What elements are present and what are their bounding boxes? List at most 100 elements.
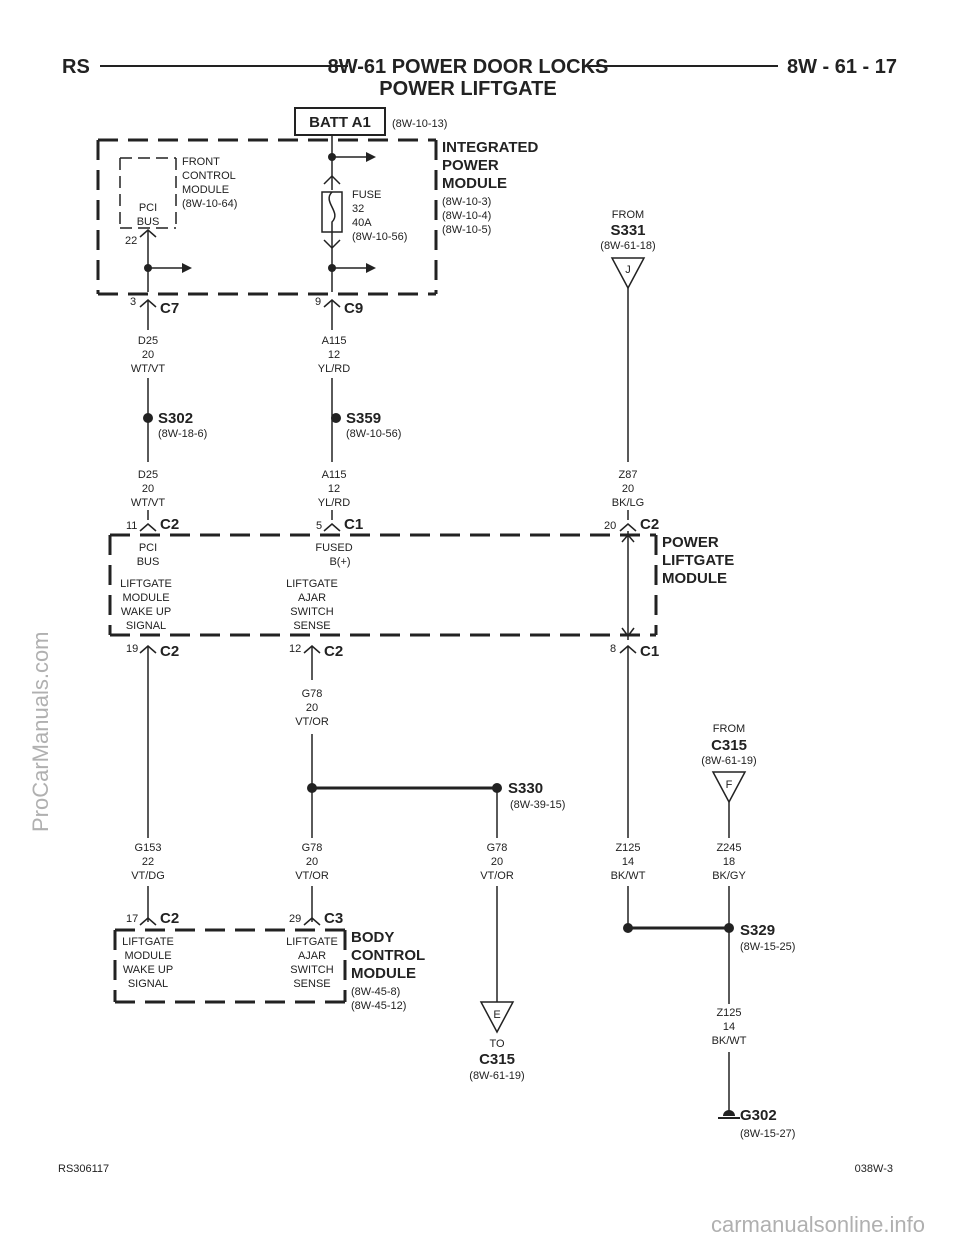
s331-letter: J [625,264,631,276]
wire-z125-b-2: 14 [723,1021,735,1033]
plm-c1-br-pin: 8 [610,643,616,655]
plm-c2-bm-pin: 12 [289,643,301,655]
plm-c1-top-name: C1 [344,516,363,533]
plm-internal-arrow-top [621,533,635,543]
wire-z125-a-2: 14 [622,856,634,868]
plm-wake-3: WAKE UP [121,606,171,618]
plm-c2-bl-pin: 19 [126,643,138,655]
bcm-wake-2: MODULE [124,950,171,962]
bcm-ajar-3: SWITCH [290,964,333,976]
c9-pin: 9 [315,296,321,308]
wire-z87-1: Z87 [619,469,638,481]
plm-c1-top-pin: 5 [316,520,322,532]
fcm-label-4: (8W-10-64) [182,198,237,210]
wire-z245-2: 18 [723,856,735,868]
bcm-ajar-4: SENSE [293,978,330,990]
bcm-c3-pin: 29 [289,913,301,925]
s302-name: S302 [158,410,193,427]
wire-d25-b-1: D25 [138,469,158,481]
c9-name: C9 [344,300,363,317]
wire-a115-a-2: 12 [328,349,340,361]
ipm-title-2: POWER [442,157,499,174]
bcm-ajar-1: LIFTGATE [286,936,338,948]
plm-c2-top-connector [139,523,157,532]
ipm-title-3: MODULE [442,175,507,192]
plm-internal-arrow-bot [621,627,635,638]
wire-a115-b-1: A115 [322,469,347,481]
wire-z125-a-3: BK/WT [611,870,646,882]
s331-offpage-triangle [610,257,646,290]
batt-label: BATT A1 [309,114,371,131]
plm-c1-br-name: C1 [640,643,659,660]
plm-ajar-2: AJAR [298,592,326,604]
plm-wake-1: LIFTGATE [120,578,172,590]
to-c315-to: TO [489,1038,505,1050]
wire-d25-a-3: WT/VT [131,363,165,375]
plm-title-2: LIFTGATE [662,552,734,569]
plm-fused-2: B(+) [329,556,350,568]
plm-title-1: POWER [662,534,719,551]
wire-z245-1: Z245 [716,842,741,854]
bcm-c2-pin: 17 [126,913,138,925]
ipm-fuse-chevron-bot [323,239,341,250]
plm-ajar-1: LIFTGATE [286,578,338,590]
s331-name: S331 [610,222,645,239]
bcm-ref-2: (8W-45-12) [351,1000,406,1012]
bcm-title-1: BODY [351,929,394,946]
plm-wake-2: MODULE [122,592,169,604]
plm-c2-right-name: C2 [640,516,659,533]
footer-right: 038W-3 [855,1163,893,1175]
bcm-box [113,928,347,1004]
wire-z87-3: BK/LG [612,497,644,509]
s329-ref: (8W-15-25) [740,941,795,953]
from-c315-letter: F [726,779,733,791]
fuse-label-2: 32 [352,203,364,215]
from-c315-offpage-triangle [711,771,747,804]
plm-ajar-3: SWITCH [290,606,333,618]
fcm-pci-1: PCI [139,202,157,214]
ipm-ref-2: (8W-10-4) [442,210,491,222]
bcm-title-2: CONTROL [351,947,425,964]
bcm-c2-connector [139,917,157,926]
wire-g153-2: 22 [142,856,154,868]
g302-name: G302 [740,1107,777,1124]
plm-wake-4: SIGNAL [126,620,166,632]
plm-c2-bm-connector [303,645,321,654]
ipm-ref-1: (8W-10-3) [442,196,491,208]
bcm-c3-connector [303,917,321,926]
fcm-box [119,157,177,229]
bcm-wake-4: SIGNAL [128,978,168,990]
bcm-wake-1: LIFTGATE [122,936,174,948]
wire-z125-a-1: Z125 [615,842,640,854]
wire-a115-a-1: A115 [322,335,347,347]
wire-g78-c-2: 20 [491,856,503,868]
to-c315-offpage-triangle [479,1001,515,1034]
from-c315-from: FROM [713,723,745,735]
plm-c2-right-connector [619,523,637,532]
to-c315-name: C315 [479,1051,515,1068]
bcm-ajar-2: AJAR [298,950,326,962]
ipm-fuse-arrow [366,263,376,273]
wire-a115-b-3: YL/RD [318,497,350,509]
watermark-bottom: carmanualsonline.info [711,1212,925,1237]
to-c315-letter: E [493,1009,500,1021]
ipm-ref-3: (8W-10-5) [442,224,491,236]
bcm-ref-1: (8W-45-8) [351,986,400,998]
bcm-title-3: MODULE [351,965,416,982]
s302-dot [143,413,153,423]
footer-left: RS306117 [58,1163,109,1175]
header-title: 8W-61 POWER DOOR LOCKS [328,56,609,78]
wire-g78-b-3: VT/OR [295,870,329,882]
s329-dot-right [724,923,734,933]
c7-pin: 3 [130,296,136,308]
plm-c2-top-name: C2 [160,516,179,533]
wire-a115-b-2: 12 [328,483,340,495]
wire-g78-c-3: VT/OR [480,870,514,882]
ipm-box [96,138,438,296]
plm-c2-right-pin: 20 [604,520,616,532]
wire-g78-c-1: G78 [487,842,508,854]
wire-z87-2: 20 [622,483,634,495]
from-c315-name: C315 [711,737,747,754]
s329-name: S329 [740,922,775,939]
